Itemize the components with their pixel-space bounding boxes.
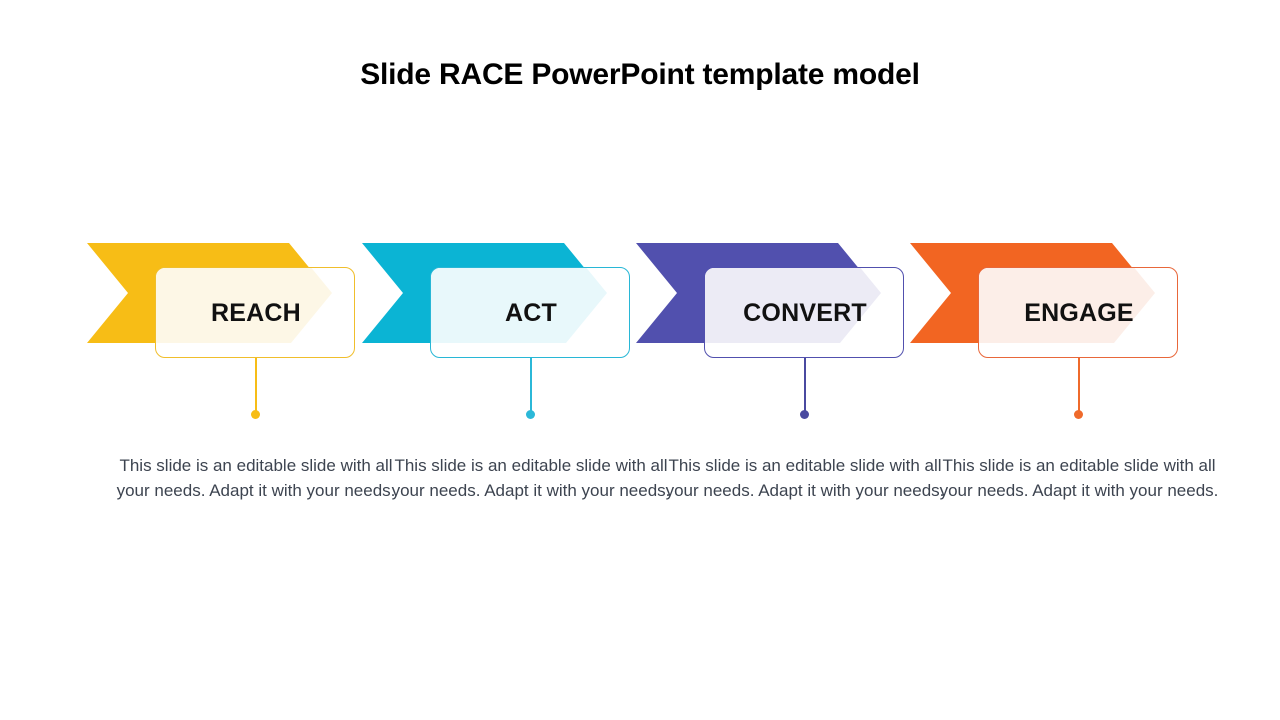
race-step-convert[interactable]: CONVERT This slide is an editable slide … xyxy=(629,0,949,720)
step-description-engage: This slide is an editable slide with all… xyxy=(939,456,1219,500)
step-card-reach[interactable]: REACH xyxy=(155,267,355,358)
connector-dot-act xyxy=(526,410,535,419)
step-card-act[interactable]: ACT xyxy=(430,267,630,358)
connector-line-act xyxy=(530,358,532,412)
race-step-act[interactable]: ACT This slide is an editable slide with… xyxy=(355,0,675,720)
step-description-reach: This slide is an editable slide with all… xyxy=(116,456,396,500)
connector-line-engage xyxy=(1078,358,1080,412)
step-label-reach: REACH xyxy=(211,299,301,327)
race-step-engage[interactable]: ENGAGE This slide is an editable slide w… xyxy=(903,0,1223,720)
step-card-convert[interactable]: CONVERT xyxy=(704,267,904,358)
connector-dot-engage xyxy=(1074,410,1083,419)
step-label-convert: CONVERT xyxy=(743,299,867,327)
step-label-act: ACT xyxy=(505,299,557,327)
race-step-reach[interactable]: REACH This slide is an editable slide wi… xyxy=(80,0,400,720)
connector-line-convert xyxy=(804,358,806,412)
connector-line-reach xyxy=(255,358,257,412)
slide-title: Slide RACE PowerPoint template model xyxy=(360,58,920,91)
step-label-engage: ENGAGE xyxy=(1024,299,1134,327)
step-card-engage[interactable]: ENGAGE xyxy=(978,267,1178,358)
connector-dot-reach xyxy=(251,410,260,419)
connector-dot-convert xyxy=(800,410,809,419)
step-description-act: This slide is an editable slide with all… xyxy=(391,456,671,500)
step-description-convert: This slide is an editable slide with all… xyxy=(665,456,945,500)
